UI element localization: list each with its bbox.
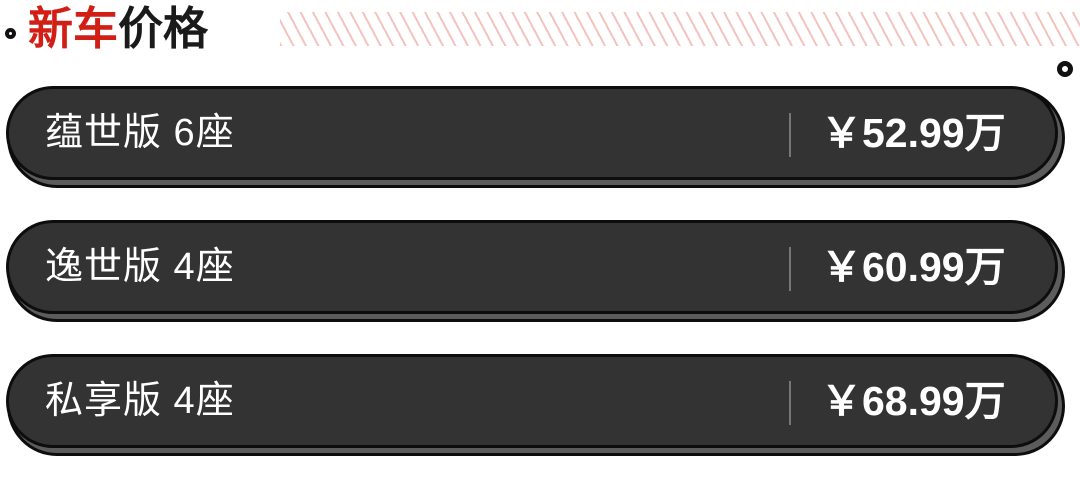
page-header: 新车价格 xyxy=(0,0,1080,60)
price-row[interactable]: 私享版 4座 ￥68.99万 xyxy=(6,354,1058,448)
diagonal-stripe-decoration xyxy=(280,12,1080,46)
row-divider xyxy=(789,381,791,425)
price-row[interactable]: 逸世版 4座 ￥60.99万 xyxy=(6,220,1058,314)
circle-ring-icon xyxy=(5,28,16,39)
page-title: 新车价格 xyxy=(28,0,208,60)
row-divider xyxy=(789,247,791,291)
corner-circle-ring-icon xyxy=(1057,61,1073,77)
trim-name: 逸世版 4座 xyxy=(45,246,235,288)
price-value: ￥52.99万 xyxy=(821,110,1006,156)
row-divider xyxy=(789,113,791,157)
price-list: 蕴世版 6座 ￥52.99万 逸世版 4座 ￥60.99万 私享版 4座 ￥68… xyxy=(0,86,1080,448)
page-title-rest: 价格 xyxy=(118,3,209,54)
trim-name: 私享版 4座 xyxy=(45,380,235,422)
price-value: ￥60.99万 xyxy=(821,244,1006,290)
price-value: ￥68.99万 xyxy=(821,378,1006,424)
price-row[interactable]: 蕴世版 6座 ￥52.99万 xyxy=(6,86,1058,180)
page-title-highlight: 新车 xyxy=(28,3,119,54)
trim-name: 蕴世版 6座 xyxy=(45,112,235,154)
